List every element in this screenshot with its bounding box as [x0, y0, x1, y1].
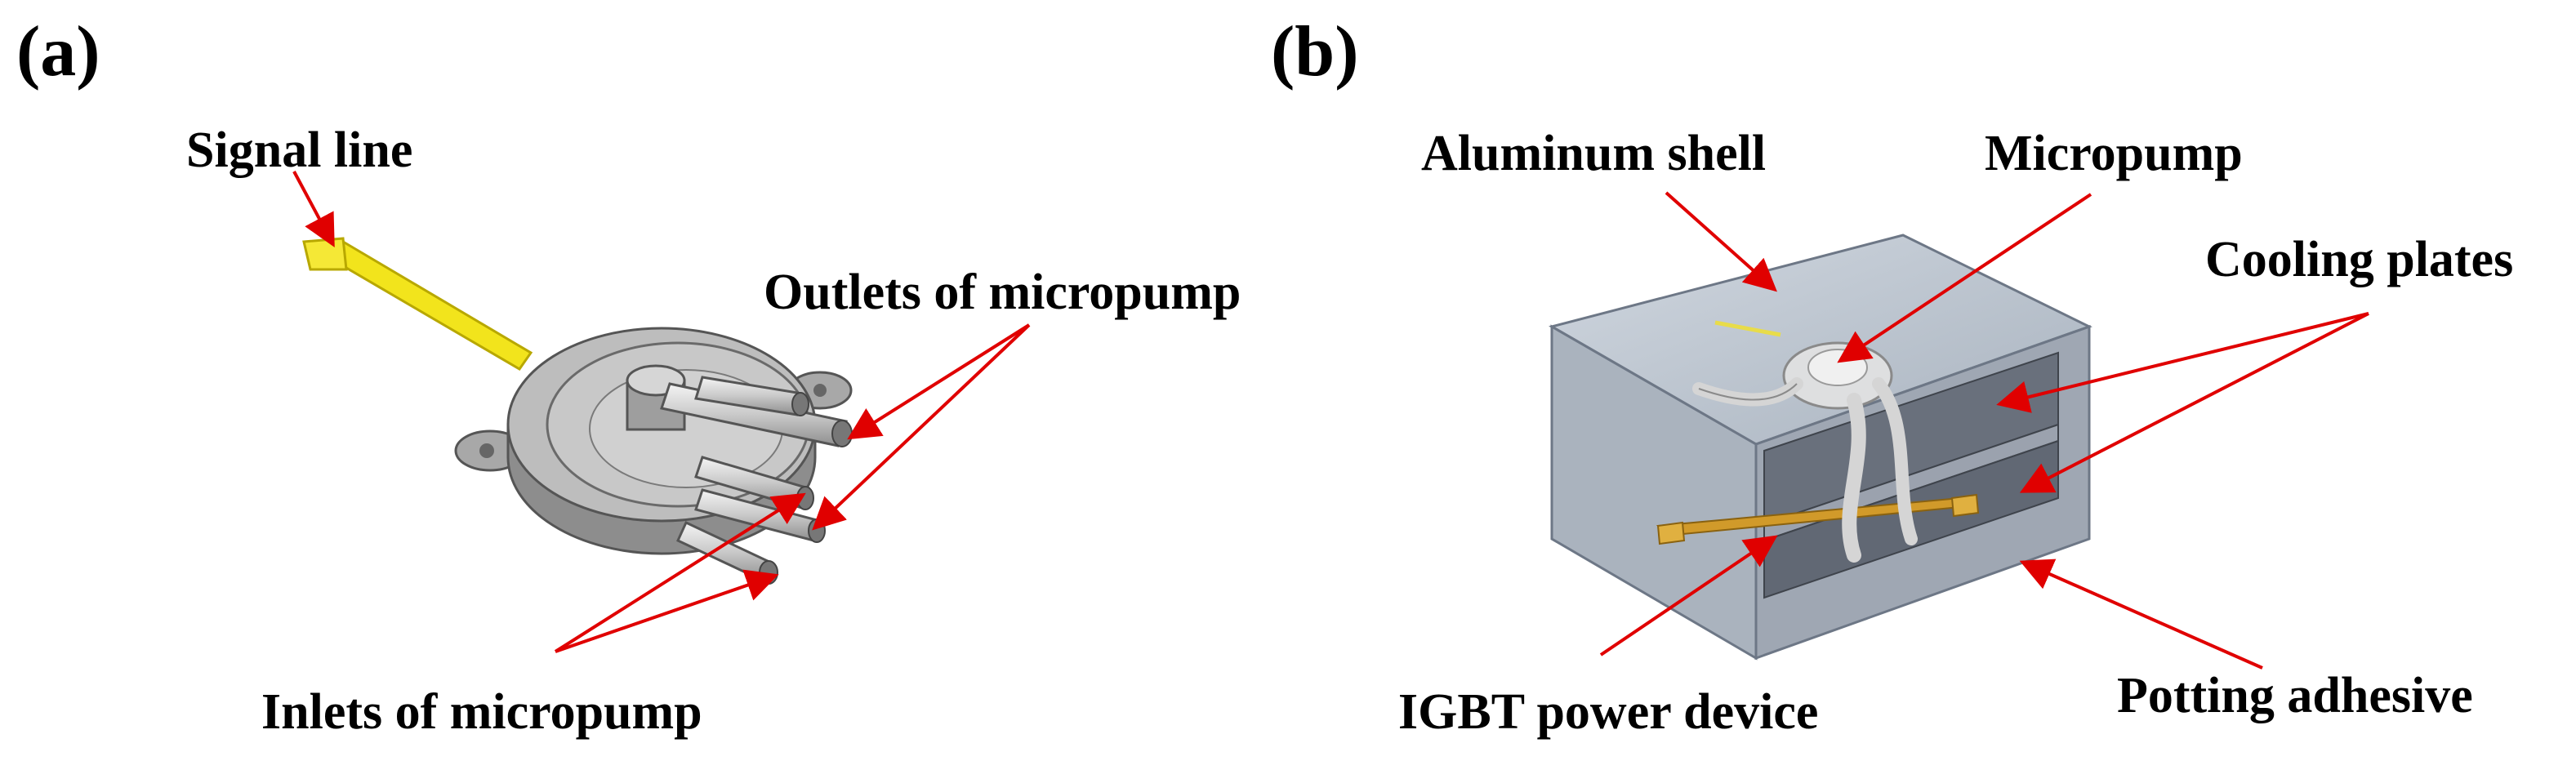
inlets-label: Inlets of micropump [261, 684, 702, 740]
igbt-label: IGBT power device [1398, 684, 1818, 740]
micropump-label: Micropump [1985, 126, 2243, 181]
panel-a: (a) [16, 12, 1241, 740]
signal-line-label: Signal line [186, 122, 412, 178]
panel-b-arrows [1599, 191, 2369, 670]
outlet-tubes [660, 376, 853, 447]
cooling-plates-label: Cooling plates [2205, 232, 2513, 287]
igbt-device [1656, 493, 1980, 545]
outlets-label: Outlets of micropump [764, 265, 1241, 320]
panel-a-arrows [292, 171, 1031, 653]
signal-line-cable [302, 237, 533, 371]
potting-adhesive-label: Potting adhesive [2117, 668, 2473, 723]
panel-b-label: (b) [1271, 12, 1359, 91]
panel-b: (b) [1271, 12, 2513, 740]
panel-a-label: (a) [16, 12, 100, 91]
aluminum-shell-label: Aluminum shell [1421, 126, 1766, 181]
